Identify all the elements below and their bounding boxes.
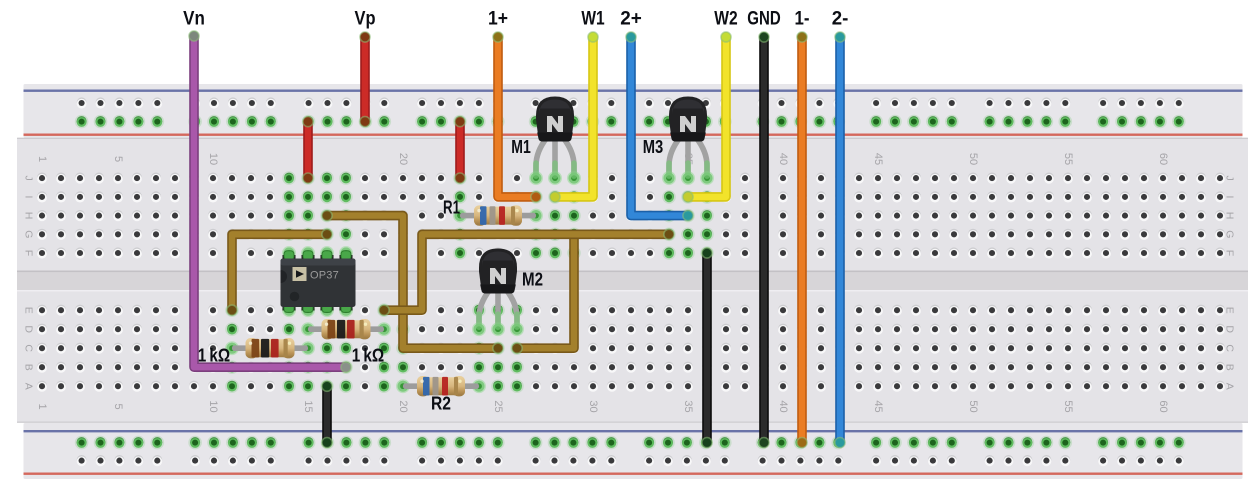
svg-text:10: 10 [207,153,219,165]
svg-text:10: 10 [207,400,219,412]
svg-text:J: J [1224,175,1236,180]
svg-text:40: 40 [777,153,789,165]
svg-text:Vp: Vp [355,9,376,30]
svg-text:F: F [1224,250,1236,256]
svg-text:C: C [23,344,35,352]
svg-text:H: H [23,212,35,220]
svg-text:25: 25 [492,400,504,412]
svg-text:5: 5 [112,156,124,162]
svg-text:F: F [23,250,35,256]
svg-text:A: A [1224,383,1236,390]
svg-text:1-: 1- [795,9,810,30]
svg-text:20: 20 [397,400,409,412]
svg-text:M3: M3 [643,137,664,157]
svg-text:D: D [23,325,35,333]
svg-text:50: 50 [967,153,979,165]
svg-text:W1: W1 [581,9,605,30]
svg-text:45: 45 [872,400,884,412]
svg-text:M2: M2 [522,270,543,290]
svg-text:1: 1 [36,403,48,409]
svg-text:B: B [1224,364,1236,371]
svg-text:2+: 2+ [620,9,642,30]
svg-text:GND: GND [747,9,780,30]
svg-text:R2: R2 [431,394,451,414]
svg-text:Vn: Vn [183,9,205,30]
svg-text:60: 60 [1157,400,1169,412]
svg-text:35: 35 [682,400,694,412]
svg-text:R1: R1 [443,198,460,218]
svg-text:15: 15 [302,400,314,412]
svg-text:30: 30 [587,400,599,412]
svg-text:20: 20 [397,153,409,165]
svg-text:J: J [23,175,35,180]
svg-text:OP37: OP37 [310,269,339,281]
svg-text:1: 1 [36,156,48,162]
svg-text:E: E [1224,307,1236,314]
svg-text:A: A [23,383,35,390]
svg-text:H: H [1224,212,1236,220]
svg-text:40: 40 [777,400,789,412]
svg-text:60: 60 [1157,153,1169,165]
svg-text:55: 55 [1062,153,1074,165]
svg-text:5: 5 [112,403,124,409]
svg-text:I: I [23,195,35,198]
svg-text:G: G [23,230,35,238]
svg-text:2-: 2- [832,9,849,30]
svg-text:1+: 1+ [488,9,508,30]
svg-text:D: D [1224,325,1236,333]
svg-text:B: B [23,364,35,371]
svg-text:G: G [1224,230,1236,238]
svg-text:I: I [1224,195,1236,198]
svg-text:55: 55 [1062,400,1074,412]
svg-text:W2: W2 [714,9,737,30]
svg-text:45: 45 [872,153,884,165]
svg-text:1 kΩ: 1 kΩ [198,346,230,366]
svg-text:50: 50 [967,400,979,412]
svg-text:C: C [1224,344,1236,352]
svg-text:M1: M1 [511,137,531,157]
svg-text:E: E [23,307,35,314]
svg-text:1 kΩ: 1 kΩ [352,346,384,366]
